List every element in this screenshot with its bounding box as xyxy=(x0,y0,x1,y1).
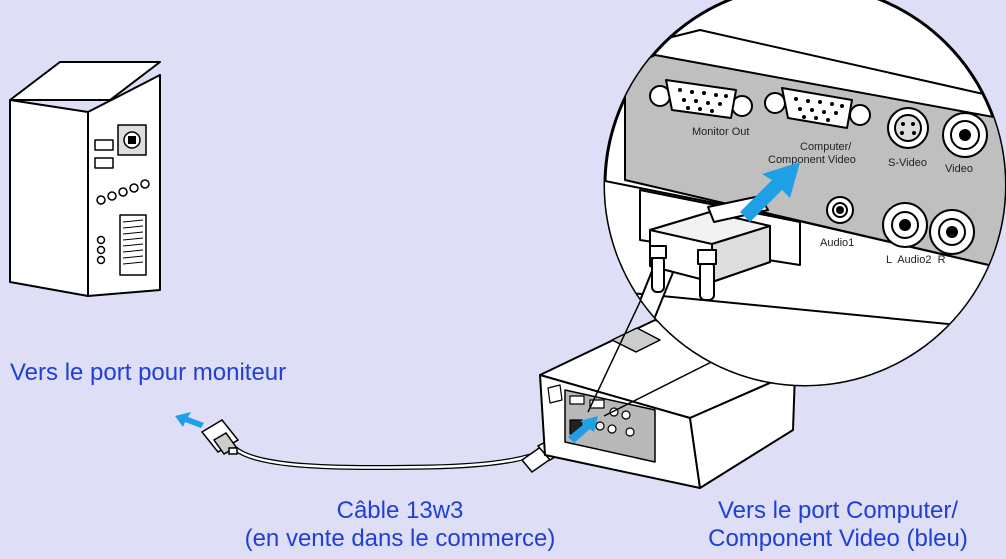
audio1-label: Audio1 xyxy=(820,237,854,249)
cable-label: Câble 13w3 (en vente dans le commerce) xyxy=(210,497,590,553)
monitor-out-label: Monitor Out xyxy=(692,126,749,138)
video-port xyxy=(942,112,988,158)
computer-port-label-1: Computer/ xyxy=(800,141,852,153)
arrow-into-computer-port xyxy=(740,162,800,222)
audio1-port xyxy=(826,196,854,224)
s-video-label: S-Video xyxy=(888,157,927,169)
monitor-out-port xyxy=(649,79,753,119)
cable xyxy=(200,419,568,474)
cable-label-line2: (en vente dans le commerce) xyxy=(244,525,556,552)
cable-connector-left xyxy=(200,419,240,455)
monitor-port-label: Vers le port pour moniteur xyxy=(10,359,287,386)
computer-port-label-line2: Component Video (bleu) xyxy=(708,525,968,552)
computer-port-label: Vers le port Computer/ Component Video (… xyxy=(688,497,988,553)
computer-tower xyxy=(9,61,161,297)
computer-port-label-line1: Vers le port Computer/ xyxy=(717,497,959,524)
arrow-to-projector-port xyxy=(568,416,598,443)
arrow-to-monitor-port xyxy=(175,412,204,428)
projector xyxy=(539,319,796,489)
video-label: Video xyxy=(945,163,973,175)
audio2-label: L Audio2 R xyxy=(886,254,946,266)
s-video-port xyxy=(887,107,929,149)
computer-port-label-2: Component Video xyxy=(768,154,856,166)
cable-label-line1: Câble 13w3 xyxy=(336,497,464,524)
computer-component-video-port xyxy=(764,87,871,129)
zoom-detail-circle: Monitor Out Computer/ Component Video S-… xyxy=(603,0,1006,387)
audio2-ports xyxy=(882,202,975,255)
